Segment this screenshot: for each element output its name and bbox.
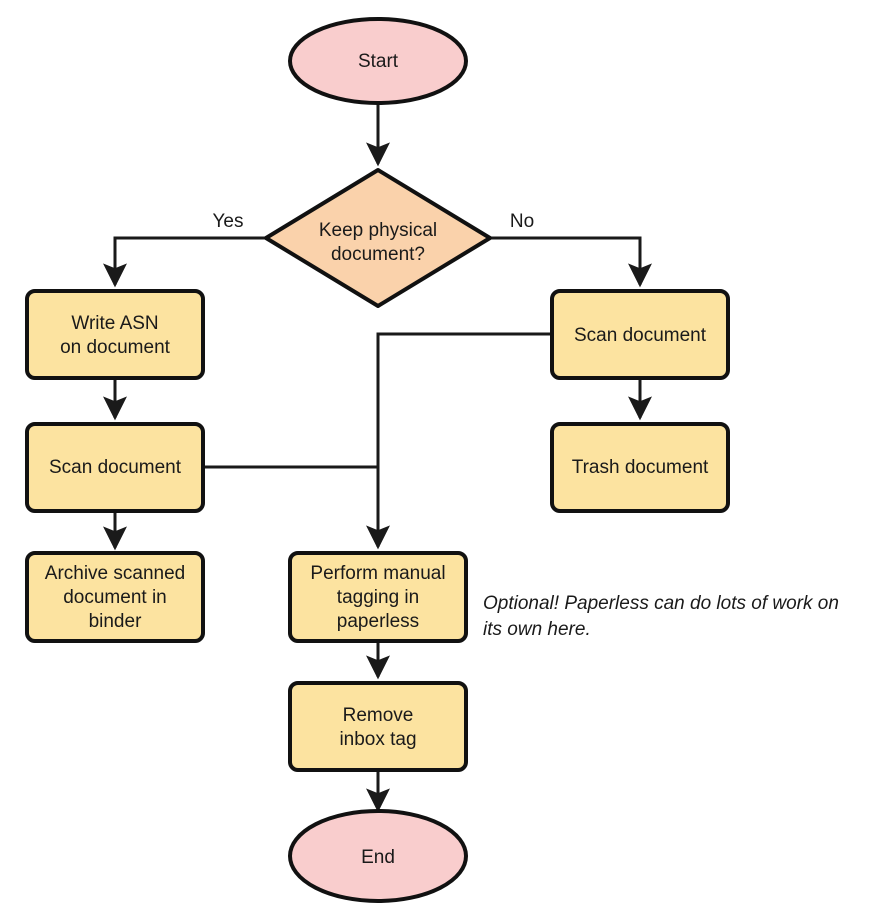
remove-inbox-tag-box[interactable] xyxy=(288,681,468,772)
node-end[interactable]: End xyxy=(288,809,468,903)
optional-note-line-2: its own here. xyxy=(483,619,591,640)
node-remove-inbox-tag[interactable]: Remove inbox tag xyxy=(288,681,468,772)
write-asn-label-line-2: on document xyxy=(60,337,171,358)
remove-inbox-tag-label-line-1: Remove xyxy=(343,705,414,726)
start-ellipse[interactable] xyxy=(288,17,468,105)
archive-label-line-3: binder xyxy=(89,611,142,632)
manual-tagging-label-line-2: tagging in xyxy=(337,587,419,608)
optional-note-line-1: Optional! Paperless can do lots of work … xyxy=(483,593,839,614)
edge-scan-right-to-manual-tagging xyxy=(366,332,552,550)
edge-decision-no-to-scan-right xyxy=(491,236,652,288)
scan-document-left-box[interactable] xyxy=(25,422,205,513)
archive-label-line-1: Archive scanned xyxy=(45,563,185,584)
node-start[interactable]: Start xyxy=(288,17,468,105)
write-asn-label-line-1: Write ASN xyxy=(71,313,158,334)
remove-inbox-tag-label-line-2: inbox tag xyxy=(339,729,416,750)
archive-label-line-2: document in xyxy=(63,587,167,608)
start-label: Start xyxy=(358,51,399,72)
decision-label-line-2: document? xyxy=(331,244,425,265)
node-archive-scanned-document[interactable]: Archive scanned document in binder xyxy=(25,551,205,643)
decision-label-line-1: Keep physical xyxy=(319,220,437,241)
edge-label-no: No xyxy=(510,211,534,232)
node-trash-document[interactable]: Trash document xyxy=(550,422,730,513)
edge-decision-yes-to-write-asn xyxy=(103,236,265,288)
end-label: End xyxy=(361,847,395,868)
manual-tagging-label-line-3: paperless xyxy=(337,611,419,632)
node-decision-keep-physical-document[interactable]: Keep physical document? xyxy=(264,168,492,308)
scan-document-right-label: Scan document xyxy=(574,325,707,346)
scan-document-left-label: Scan document xyxy=(49,457,182,478)
trash-document-label: Trash document xyxy=(572,457,709,478)
connectors-layer xyxy=(103,103,652,813)
end-ellipse[interactable] xyxy=(288,809,468,903)
manual-tagging-box[interactable] xyxy=(288,551,468,643)
decision-diamond[interactable] xyxy=(264,168,492,308)
node-write-asn-on-document[interactable]: Write ASN on document xyxy=(25,289,205,380)
trash-document-box[interactable] xyxy=(550,422,730,513)
node-perform-manual-tagging[interactable]: Perform manual tagging in paperless xyxy=(288,551,468,643)
node-scan-document-left[interactable]: Scan document xyxy=(25,422,205,513)
write-asn-box[interactable] xyxy=(25,289,205,380)
archive-box[interactable] xyxy=(25,551,205,643)
edge-label-yes: Yes xyxy=(213,211,244,232)
annotation-optional-note: Optional! Paperless can do lots of work … xyxy=(483,593,839,640)
manual-tagging-label-line-1: Perform manual xyxy=(310,563,445,584)
scan-document-right-box[interactable] xyxy=(550,289,730,380)
node-scan-document-right[interactable]: Scan document xyxy=(550,289,730,380)
